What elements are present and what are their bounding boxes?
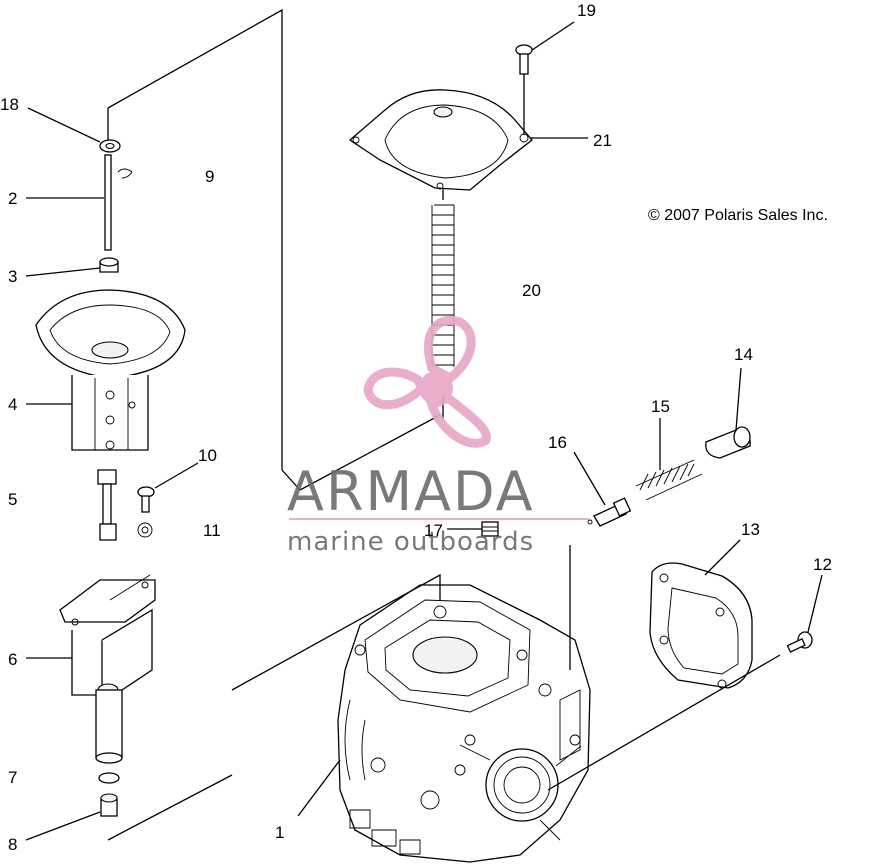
part-7-needle-jet xyxy=(95,689,123,784)
part-2-jet-needle xyxy=(104,154,133,251)
callout-6: 6 xyxy=(8,650,17,669)
callout-18: 18 xyxy=(0,95,19,114)
callout-labels: 18 2 3 4 5 6 7 8 9 10 11 12 13 14 15 16 … xyxy=(0,1,832,854)
part-3-spacer xyxy=(99,257,119,273)
callout-14: 14 xyxy=(734,345,753,364)
propeller-logo-icon xyxy=(363,315,491,448)
part-12-screw xyxy=(786,631,813,653)
callout-17: 17 xyxy=(424,521,443,540)
watermark-subtitle: marine outboards xyxy=(287,527,534,557)
part-13-gasket xyxy=(649,562,753,689)
callout-1: 1 xyxy=(275,823,284,842)
callout-21: 21 xyxy=(593,131,612,150)
callout-5: 5 xyxy=(8,490,17,509)
callout-4: 4 xyxy=(8,395,17,414)
watermark-title: ARMADA xyxy=(287,460,535,523)
callout-10: 10 xyxy=(198,446,217,465)
reference-lines xyxy=(107,8,781,841)
callout-7: 7 xyxy=(8,768,17,787)
callout-11: 11 xyxy=(203,521,221,540)
armada-watermark: ARMADA marine outboards xyxy=(287,315,589,557)
callout-16: 16 xyxy=(548,433,567,452)
callout-13: 13 xyxy=(741,520,760,539)
leader-lines xyxy=(25,21,823,841)
callout-20: 20 xyxy=(522,281,541,300)
callout-12: 12 xyxy=(813,555,832,574)
part-15-spring xyxy=(635,459,703,501)
copyright-notice: © 2007 Polaris Sales Inc. xyxy=(648,207,828,224)
callout-8: 8 xyxy=(8,835,17,854)
part-11-lock-washer xyxy=(137,522,153,538)
part-19-screw xyxy=(515,44,533,75)
part-21-top-cover xyxy=(348,89,533,191)
part-14-plug xyxy=(705,426,751,459)
part-18-washer xyxy=(99,139,121,153)
callout-9: 9 xyxy=(205,167,214,186)
part-10-screw xyxy=(137,486,155,513)
part-4-diaphragm-slide xyxy=(35,289,186,451)
callout-3: 3 xyxy=(8,267,17,286)
part-8-main-jet xyxy=(100,793,118,817)
part-5-jet-holder xyxy=(97,469,117,541)
part-6-slide-plate xyxy=(59,574,156,697)
part-1-carburetor-body xyxy=(337,584,591,863)
callout-19: 19 xyxy=(577,1,596,20)
callout-2: 2 xyxy=(8,189,17,208)
callout-15: 15 xyxy=(651,397,670,416)
part-20-spring xyxy=(431,204,455,367)
part-16-pilot-screw xyxy=(587,497,632,527)
